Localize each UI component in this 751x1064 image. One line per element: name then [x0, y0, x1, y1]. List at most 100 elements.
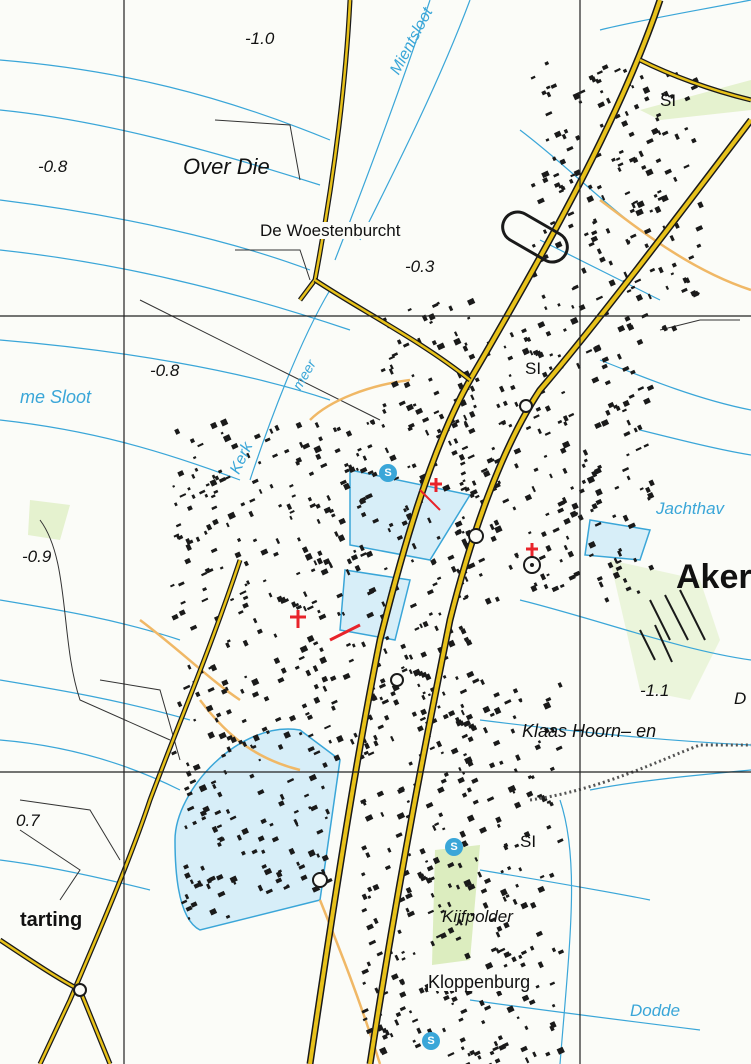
building [518, 698, 523, 703]
building [581, 463, 586, 469]
building [237, 537, 242, 543]
place-label-de-woestenburcht: De Woestenburcht [260, 221, 401, 240]
building [499, 760, 504, 765]
building [573, 169, 582, 177]
building [541, 90, 547, 96]
building [427, 909, 435, 915]
building [422, 416, 430, 423]
building [382, 1034, 388, 1040]
building [252, 734, 260, 742]
building [274, 716, 282, 723]
building [503, 921, 510, 929]
building [433, 410, 440, 415]
building [361, 907, 368, 913]
building [581, 479, 587, 485]
building [286, 777, 295, 784]
building [391, 380, 399, 388]
building [191, 902, 196, 906]
building [507, 784, 517, 793]
building [428, 313, 436, 321]
building [365, 550, 374, 558]
building [215, 873, 224, 881]
building [414, 1043, 422, 1049]
building [599, 256, 606, 263]
building [453, 337, 462, 346]
building [494, 596, 500, 602]
building [366, 923, 374, 931]
building [472, 799, 479, 805]
building [317, 550, 323, 557]
building [309, 503, 317, 509]
building [202, 587, 208, 592]
building [411, 542, 417, 550]
building [406, 910, 415, 918]
building [498, 385, 505, 393]
building [406, 800, 410, 804]
building [484, 1005, 492, 1011]
building [507, 355, 514, 361]
building [365, 852, 371, 858]
building [258, 758, 262, 762]
building [320, 785, 325, 790]
sluice-label: SI [660, 91, 677, 110]
building [526, 790, 534, 798]
building [244, 583, 248, 587]
building [636, 338, 644, 346]
building [171, 750, 177, 756]
building [262, 579, 267, 583]
building [460, 703, 465, 709]
building [387, 847, 392, 853]
building [622, 577, 628, 584]
building [447, 883, 453, 889]
building [649, 267, 656, 273]
building [495, 948, 500, 954]
building [661, 325, 667, 331]
building [455, 676, 459, 681]
building [607, 561, 614, 569]
building [307, 746, 315, 753]
building [514, 463, 519, 469]
building [284, 448, 290, 454]
building [252, 538, 258, 543]
building [622, 365, 630, 372]
building [195, 691, 201, 698]
building [229, 815, 237, 821]
building [460, 720, 464, 725]
building [473, 1050, 481, 1057]
building [482, 470, 491, 478]
building [492, 1046, 500, 1052]
building [381, 1050, 388, 1056]
building [183, 864, 189, 870]
building [382, 408, 387, 414]
building [463, 422, 469, 428]
building [460, 461, 466, 466]
building [380, 811, 385, 818]
building [289, 515, 293, 520]
building [530, 75, 536, 80]
building [312, 665, 319, 672]
building [417, 683, 421, 688]
building [512, 715, 517, 720]
building [339, 479, 347, 486]
building [361, 641, 367, 648]
building [601, 363, 608, 370]
building [554, 130, 562, 139]
building [360, 552, 367, 557]
building [544, 431, 551, 436]
building [407, 852, 412, 857]
building [546, 573, 550, 577]
building [273, 551, 279, 557]
building [185, 543, 192, 551]
building [649, 209, 654, 213]
building [626, 453, 630, 457]
building [528, 999, 536, 1006]
building [583, 458, 588, 463]
building [451, 449, 458, 456]
building [557, 354, 562, 358]
building [278, 503, 283, 508]
building [515, 754, 521, 761]
building [463, 878, 472, 888]
building [448, 305, 454, 312]
building [225, 686, 229, 691]
